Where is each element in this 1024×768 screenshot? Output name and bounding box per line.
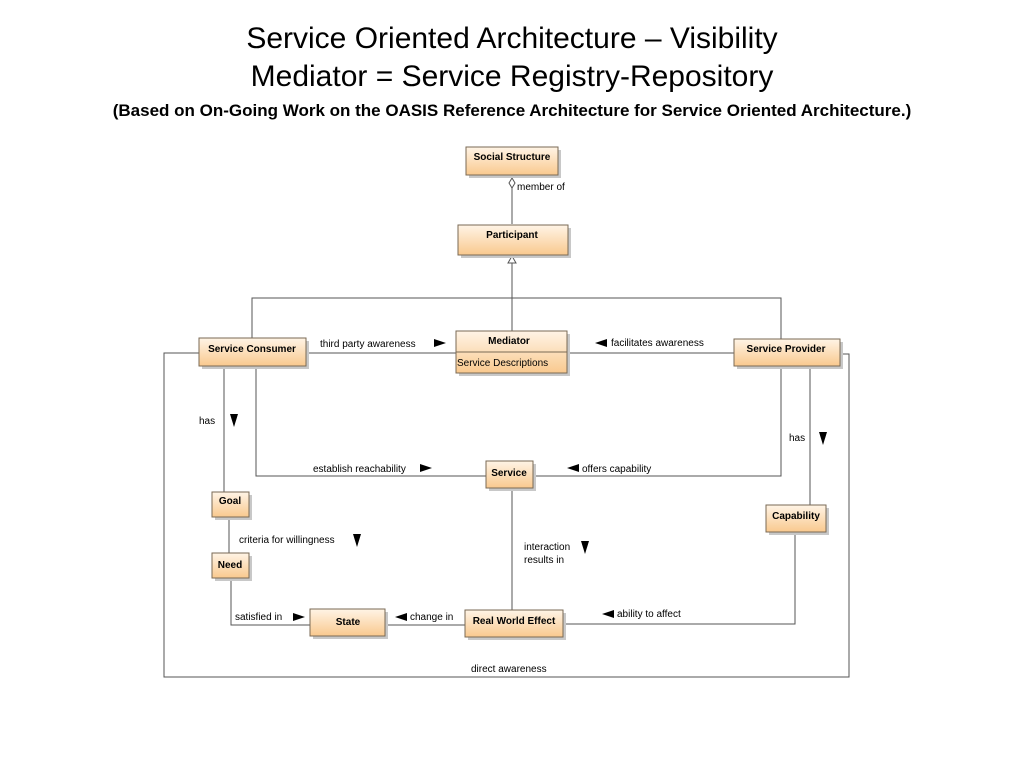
node-service-provider: Service Provider <box>733 338 843 369</box>
facilitates-awareness-label: facilitates awareness <box>611 338 704 349</box>
provider-has-label: has <box>789 433 805 444</box>
arrow-right-icon <box>420 464 432 472</box>
arrow-left-icon <box>595 339 607 347</box>
node-service: Service <box>485 460 536 491</box>
ability-to-affect-line <box>565 532 796 625</box>
node-social-structure: Social Structure <box>465 146 561 178</box>
mediator-attribute: Service Descriptions <box>457 358 548 369</box>
arrow-down-icon <box>581 541 589 554</box>
connectors <box>163 180 850 678</box>
need-state-line <box>230 578 310 626</box>
service-label: Service <box>491 468 527 479</box>
node-need: Need <box>211 552 252 581</box>
node-capability: Capability <box>765 504 829 535</box>
service-provider-label: Service Provider <box>747 344 826 355</box>
capability-label: Capability <box>772 511 820 522</box>
offers-capability-label: offers capability <box>582 464 651 475</box>
subtitle: (Based on On-Going Work on the OASIS Ref… <box>112 101 912 120</box>
interaction-label: interaction <box>524 542 570 553</box>
arrow-right-icon <box>293 613 305 621</box>
arrow-down-icon <box>230 414 238 427</box>
generalization-triangle-icon <box>507 254 517 264</box>
direct-awareness-line <box>163 352 850 678</box>
arrow-down-icon <box>819 432 827 445</box>
participant-label: Participant <box>486 230 538 241</box>
third-party-awareness-label: third party awareness <box>320 339 416 350</box>
arrow-right-icon <box>434 339 446 347</box>
direct-awareness-label: direct awareness <box>471 664 547 675</box>
node-mediator: Mediator Service Descriptions <box>455 330 570 376</box>
title-line-2: Mediator = Service Registry-Repository <box>250 60 774 93</box>
arrow-left-icon <box>567 464 579 472</box>
generalization-branch-line <box>251 297 782 340</box>
state-label: State <box>336 617 361 628</box>
ability-to-affect-label: ability to affect <box>617 609 681 620</box>
satisfied-in-label: satisfied in <box>235 612 282 623</box>
real-world-effect-label: Real World Effect <box>473 616 556 627</box>
need-label: Need <box>218 560 242 571</box>
node-real-world-effect: Real World Effect <box>464 609 566 640</box>
arrow-left-icon <box>602 610 614 618</box>
offers-capability-line <box>534 368 782 477</box>
change-in-label: change in <box>410 612 453 623</box>
establish-reachability-label: establish reachability <box>313 464 406 475</box>
node-state: State <box>309 608 388 639</box>
social-structure-label: Social Structure <box>474 152 551 163</box>
node-service-consumer: Service Consumer <box>198 337 309 369</box>
aggregation-diamond-icon <box>508 177 516 189</box>
establish-reachability-line <box>255 368 486 477</box>
node-goal: Goal <box>211 491 252 520</box>
member-of-label: member of <box>517 182 565 193</box>
arrow-left-icon <box>395 613 407 621</box>
mediator-label: Mediator <box>488 336 530 347</box>
arrow-down-icon <box>353 534 361 547</box>
criteria-for-willingness-label: criteria for willingness <box>239 535 335 546</box>
title-line-1: Service Oriented Architecture – Visibili… <box>246 22 778 55</box>
goal-label: Goal <box>219 496 241 507</box>
consumer-has-label: has <box>199 416 215 427</box>
service-consumer-label: Service Consumer <box>208 344 296 355</box>
node-participant: Participant <box>457 224 571 258</box>
results-in-label: results in <box>524 555 564 566</box>
